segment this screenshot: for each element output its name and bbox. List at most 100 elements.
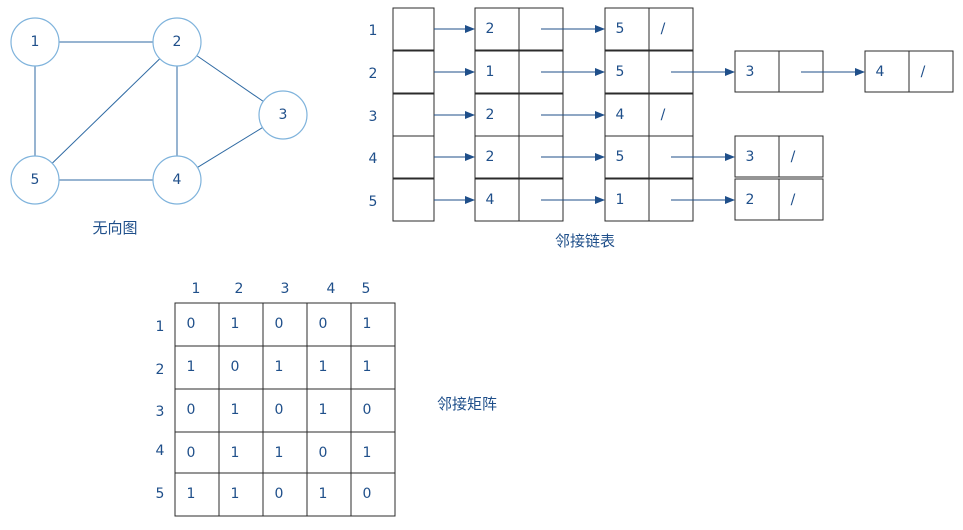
matrix-cell-border [174, 388, 220, 433]
list-node-value-cell [474, 93, 520, 137]
matrix-cell-value: 1 [231, 486, 240, 502]
matrix-cell-border [306, 388, 352, 433]
matrix-cell-value: 0 [275, 486, 284, 502]
matrix-cell-value: 1 [187, 359, 196, 375]
list-node-value: 5 [616, 64, 625, 80]
list-node-value-cell [864, 50, 910, 93]
list-node: 2 [474, 7, 564, 51]
list-node-value-cell [474, 7, 520, 51]
matrix-cell-border [350, 472, 396, 517]
matrix-cell-value: 1 [363, 316, 372, 332]
matrix-cell-border [262, 302, 308, 347]
matrix-cell-border [218, 302, 264, 347]
list-node-value-cell [474, 178, 520, 222]
graph-edge-2-5 [51, 58, 161, 164]
list-node-value-cell [474, 135, 520, 179]
matrix-cell-value: 1 [363, 359, 372, 375]
matrix-cell-border [350, 431, 396, 474]
graph-node-label: 4 [173, 172, 182, 188]
matrix-cell-border [262, 388, 308, 433]
graph-node-5: 5 [10, 155, 60, 205]
list-node-value: 4 [616, 107, 625, 123]
list-node-value: 5 [616, 21, 625, 37]
matrix-cell-value: 1 [231, 445, 240, 461]
graph-node-circle [152, 155, 202, 205]
matrix-cell-border [262, 431, 308, 474]
list-node-value-cell [604, 135, 650, 179]
matrix-cell-value: 0 [275, 316, 284, 332]
list-node: 3/ [734, 135, 824, 178]
matrix-row-header: 4 [156, 443, 165, 459]
list-row-label: 3 [369, 109, 378, 125]
list-node-value-cell [604, 93, 650, 137]
list-node-value: 1 [486, 64, 495, 80]
list-node-next-cell [648, 93, 694, 137]
matrix-cell-border [350, 388, 396, 433]
matrix-cell-value: 1 [187, 486, 196, 502]
list-head-cell [392, 7, 435, 51]
list-node-value: 3 [746, 149, 755, 165]
list-node-next-cell [648, 7, 694, 51]
matrix-cell-border [218, 345, 264, 390]
matrix-cell-value: 0 [187, 445, 196, 461]
list-node-value-cell [734, 178, 780, 221]
matrix-cell-value: 0 [231, 359, 240, 375]
graph-node-circle [258, 90, 308, 140]
list-node-value-cell [604, 178, 650, 222]
list-node: 5/ [604, 7, 694, 51]
matrix-cell-border [218, 388, 264, 433]
matrix-row-header: 5 [156, 486, 165, 502]
list-node-value: 2 [486, 21, 495, 37]
matrix-cell-border [350, 345, 396, 390]
matrix-cell-value: 1 [363, 445, 372, 461]
matrix-cell-value: 0 [319, 316, 328, 332]
list-node-value: 5 [616, 149, 625, 165]
matrix-cell-border [218, 472, 264, 517]
list-node-value: 2 [486, 149, 495, 165]
list-node-value-cell [474, 50, 520, 94]
list-head-cell [392, 135, 435, 179]
list-node-value: 2 [746, 192, 755, 208]
matrix-cell-value: 1 [319, 402, 328, 418]
graph-node-4: 4 [152, 155, 202, 205]
matrix-cell-border [262, 472, 308, 517]
matrix-cell-border [174, 345, 220, 390]
list-head-cell [392, 50, 435, 94]
list-null-marker: / [791, 149, 796, 165]
matrix-col-header: 5 [362, 281, 371, 297]
list-node-value: 4 [876, 64, 885, 80]
list-node: 4 [474, 178, 564, 222]
list-row-label: 2 [369, 66, 378, 82]
graph-node-3: 3 [258, 90, 308, 140]
list-node-value-cell [604, 50, 650, 94]
matrix-cell-border [306, 345, 352, 390]
matrix-cell-value: 0 [363, 486, 372, 502]
list-null-marker: / [921, 64, 926, 80]
graph-node-2: 2 [152, 17, 202, 67]
list-null-marker: / [661, 21, 666, 37]
matrix-cell-border [218, 431, 264, 474]
matrix-row-header: 1 [156, 319, 165, 335]
list-node-next-cell [908, 50, 954, 93]
list-node: 4/ [864, 50, 954, 93]
matrix-cell-border [306, 431, 352, 474]
list-node: 2/ [734, 178, 824, 221]
matrix-cell-value: 1 [231, 402, 240, 418]
list-node-value-cell [604, 7, 650, 51]
list-node-value: 2 [486, 107, 495, 123]
matrix-cell-border [174, 431, 220, 474]
list-row-label: 1 [369, 23, 378, 39]
matrix-cell-border [174, 302, 220, 347]
adjacency-list-caption: 邻接链表 [555, 232, 615, 250]
list-row-label: 5 [369, 194, 378, 210]
matrix-cell-border [262, 345, 308, 390]
matrix-cell-border [174, 472, 220, 517]
matrix-cell-value: 0 [319, 445, 328, 461]
graph-edges [34, 41, 264, 181]
